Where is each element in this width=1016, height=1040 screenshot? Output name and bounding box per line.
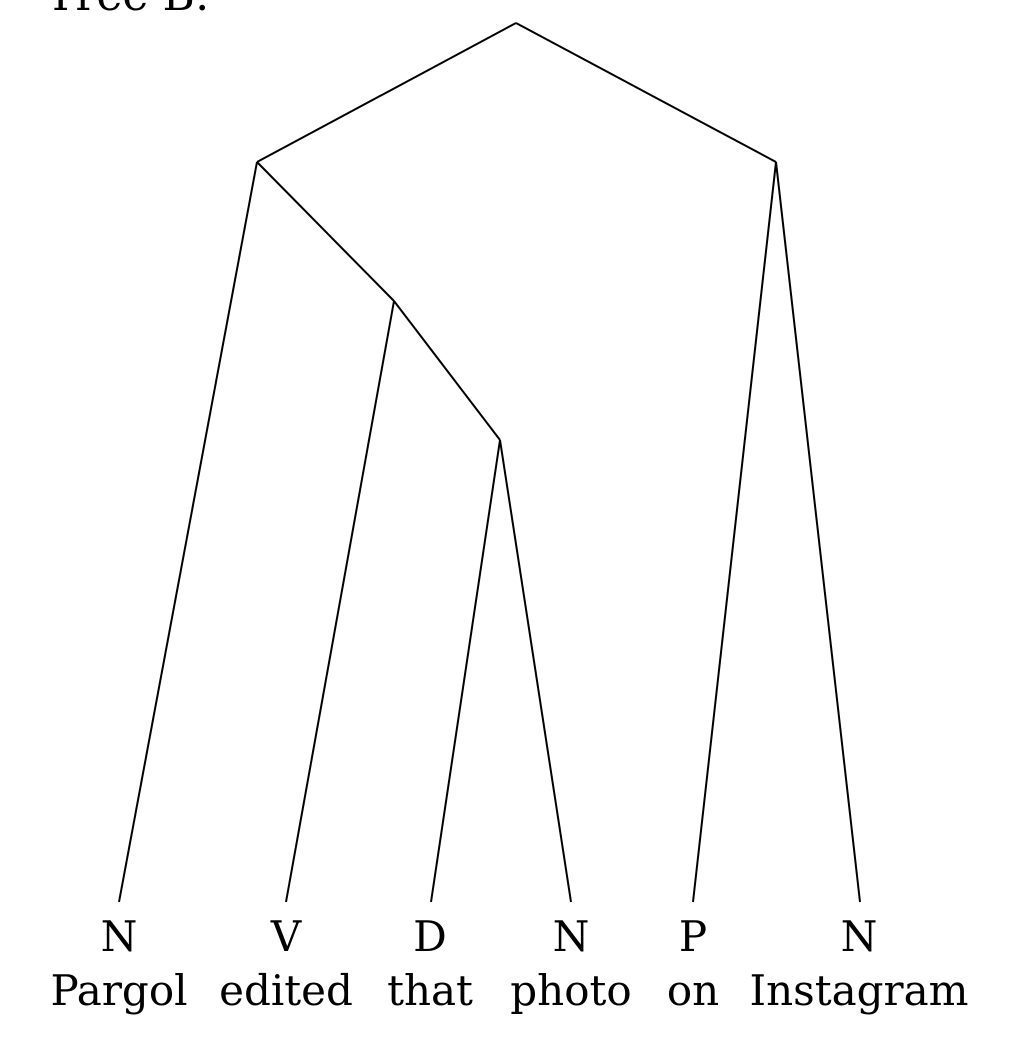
diagram-title: Tree B: [46,0,210,18]
leaf-3: N photo [510,912,631,1015]
edge-to-leaf-instagram [775,161,861,903]
leaf-word: Instagram [750,966,969,1015]
leaf-word: that [387,966,473,1015]
edge-root-left [256,22,517,163]
leaf-category: D [413,912,447,961]
leaf-1: V edited [219,912,353,1015]
edge-to-leaf-pargol [118,161,258,903]
leaf-word: on [667,966,719,1015]
leaf-category: P [679,912,707,961]
edge-left-vp [256,161,395,302]
edge-to-leaf-edited [285,300,395,903]
leaf-5: N Instagram [750,912,969,1015]
leaf-word: photo [510,966,631,1015]
leaf-category: N [841,912,878,961]
leaf-category: V [270,912,302,961]
leaf-word: edited [219,966,353,1015]
edge-root-right [515,22,777,163]
leaf-category: N [101,912,138,961]
edge-to-leaf-that [430,439,501,903]
edge-to-leaf-on [692,161,777,903]
leaf-2: D that [387,912,473,1015]
leaf-0: N Pargol [50,912,187,1015]
edge-to-leaf-photo [499,439,572,903]
leaf-category: N [553,912,590,961]
edge-vp-np [393,300,501,441]
leaf-4: P on [667,912,719,1015]
leaf-word: Pargol [50,966,187,1015]
